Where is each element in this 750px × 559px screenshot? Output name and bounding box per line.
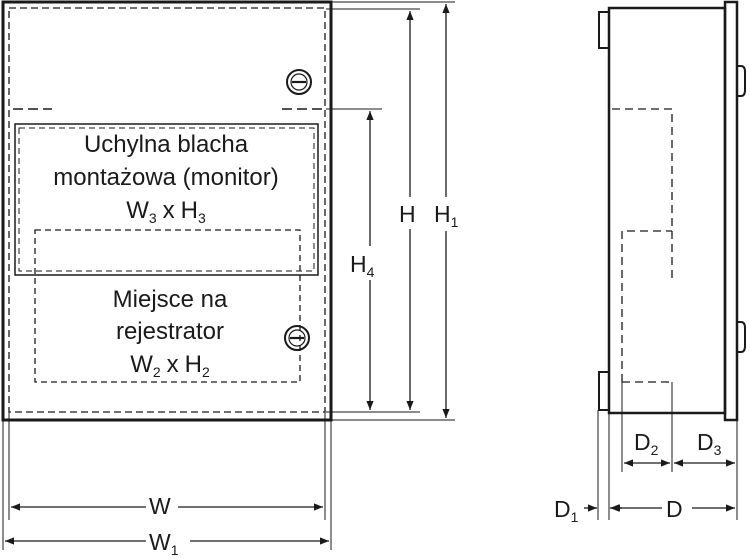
label-d3: D3 [697,429,722,458]
label-w1: W1 [149,529,179,558]
label-d1: D1 [554,496,579,525]
mounting-plate-inner [18,127,315,272]
hinge-bottom [737,321,746,353]
label-d: D [666,496,683,522]
label-h: H [399,201,416,227]
mounting-plate-side [612,108,673,278]
recorder-label-line2: rejestrator [116,318,224,345]
recorder-space-outline [34,229,301,383]
panel-label-line2: montażowa (monitor) [53,164,278,191]
lock-icon [286,69,312,95]
side-view [598,0,746,422]
door-inner-outline [8,7,326,413]
front-extension-lines [2,1,455,550]
label-h4: H4 [350,251,375,280]
enclosure-outline [1,0,333,422]
mounting-bracket-bottom [598,371,610,411]
label-d2: D2 [634,429,659,458]
hinge-top [737,65,746,97]
enclosure-body-side [607,6,727,415]
front-view [1,0,333,422]
side-extension-lines [597,382,738,520]
mounting-bracket-top [598,11,610,49]
panel-label-line1: Uchylna blacha [84,131,249,158]
recorder-space-side [621,230,672,382]
label-w: W [149,493,171,519]
side-dimension-lines [584,459,735,512]
lock-icon [284,325,310,351]
recorder-label-line1: Miejsce na [113,286,228,313]
mounting-plate-outline [14,123,319,276]
label-h1: H1 [434,201,459,230]
door-side [723,0,739,422]
